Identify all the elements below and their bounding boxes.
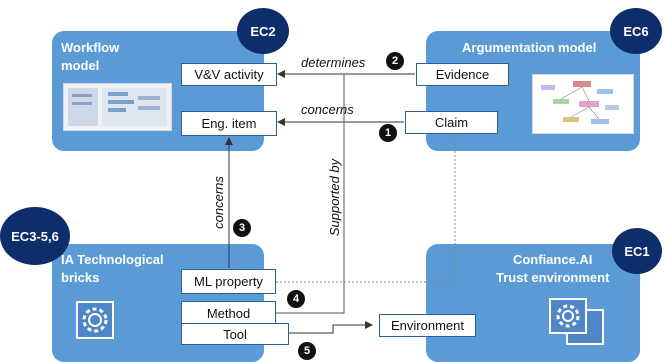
eng-item-box: Eng. item	[181, 111, 277, 136]
argumentation-model-title: Argumentation model	[462, 40, 597, 55]
step-4-marker: 4	[287, 290, 305, 308]
ec2-badge: EC2	[237, 8, 289, 54]
concerns-label-vertical: concerns	[210, 176, 226, 229]
determines-label: determines	[301, 55, 366, 70]
concerns-label-top: concerns	[301, 102, 354, 117]
supported-by-label: Supported by	[327, 158, 343, 237]
tool-box: Tool	[181, 323, 289, 345]
ec3-5-6-badge: EC3-5,6	[0, 207, 70, 265]
method-box: Method	[181, 301, 276, 325]
workflow-model-title: Workflow model	[61, 40, 120, 73]
environment-box: Environment	[379, 314, 476, 337]
step-5-marker: 5	[298, 342, 316, 360]
step-2-marker: 2	[386, 52, 404, 70]
ia-technological-bricks-title: IA Technological bricks	[61, 252, 164, 285]
ml-property-box: ML property	[181, 269, 276, 294]
workflow-model-panel: Workflow model	[52, 31, 264, 151]
ec6-badge: EC6	[610, 8, 662, 54]
stacked-gear-icons	[549, 298, 604, 345]
vv-activity-box: V&V activity	[181, 63, 277, 86]
step-1-marker: 1	[379, 124, 397, 142]
workflow-model-thumbnail	[63, 83, 172, 131]
evidence-box: Evidence	[416, 63, 509, 86]
claim-box: Claim	[405, 111, 498, 134]
confiance-ai-panel: Confiance.AI Trust environment	[426, 244, 640, 362]
argumentation-model-panel: Argumentation model	[426, 31, 640, 151]
step-3-marker: 3	[233, 219, 251, 237]
argumentation-model-thumbnail	[532, 74, 634, 134]
ec1-badge: EC1	[612, 228, 662, 274]
gear-wrench-icon	[76, 301, 114, 339]
confiance-ai-title: Confiance.AI Trust environment	[496, 252, 610, 285]
